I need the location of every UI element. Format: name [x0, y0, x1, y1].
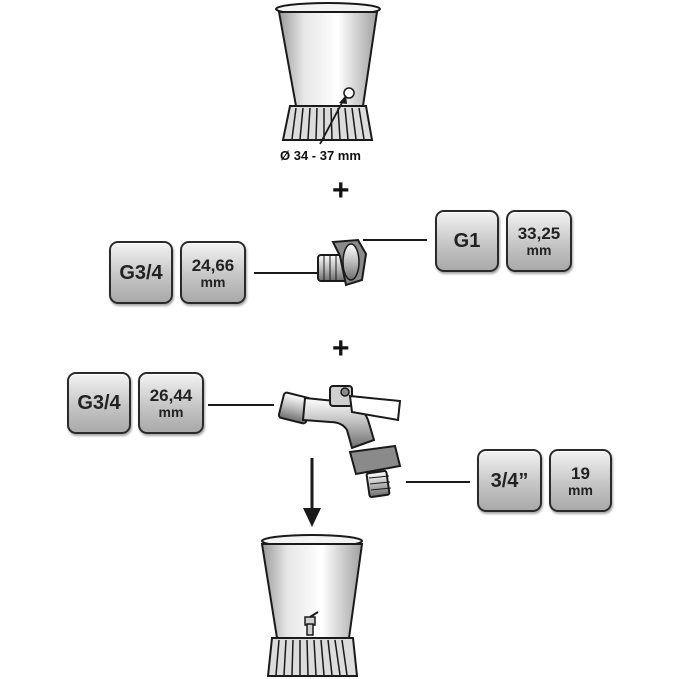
tap-inlet-thread: G3/4 [77, 392, 121, 414]
adapter-left-unit: mm [200, 273, 226, 290]
tap-outlet-diameter-badge: 19 mm [549, 449, 612, 512]
hole-pointer-arrowhead [339, 95, 347, 104]
bottom-barrel [260, 534, 364, 677]
bottom-barrel-base-ribs [275, 639, 348, 676]
adapter-right-unit: mm [526, 242, 552, 258]
adapter-right-thread: G1 [453, 230, 481, 252]
tap-inlet-unit: mm [158, 404, 184, 420]
tap-inlet-diameter: 26,44 [149, 386, 193, 405]
bottom-barrel-base [266, 637, 359, 677]
tap-handle [348, 394, 402, 422]
tap-outlet-nut [348, 444, 402, 476]
top-barrel-hole [343, 87, 355, 99]
hole-diameter-label: Ø 34 - 37 mm [280, 148, 361, 163]
down-arrow [303, 458, 321, 527]
bottom-barrel-tap [304, 611, 319, 636]
adapter-fitting [317, 238, 368, 287]
tap-outlet-thread-badge: 3/4” [477, 449, 542, 512]
tap-hose-connector [365, 469, 391, 499]
water-tap [277, 385, 402, 499]
tap-outlet-thread: 3/4” [490, 469, 529, 492]
tap-inlet-diameter-badge: 26,44 mm [138, 372, 204, 434]
tap-outlet-diameter: 19 [571, 463, 590, 483]
top-barrel-body [277, 11, 379, 107]
tap-valve-stem [329, 385, 353, 407]
plus-sign-second: + [332, 332, 350, 365]
adapter-left-diameter: 24,66 [191, 255, 235, 275]
adapter-right-diameter: 33,25 [517, 224, 561, 243]
plus-sign-first: + [332, 174, 350, 207]
adapter-left-thread: G3/4 [119, 261, 163, 284]
adapter-left-diameter-badge: 24,66 mm [180, 241, 246, 304]
top-barrel [275, 2, 381, 145]
adapter-left-thread-badge: G3/4 [109, 241, 173, 304]
hole-pointer-line [319, 98, 345, 145]
adapter-right-diameter-badge: 33,25 mm [506, 210, 572, 272]
adapter-right-thread-badge: G1 [435, 210, 499, 272]
tap-outlet-unit: mm [568, 481, 593, 498]
tap-inlet-thread-badge: G3/4 [67, 372, 131, 434]
